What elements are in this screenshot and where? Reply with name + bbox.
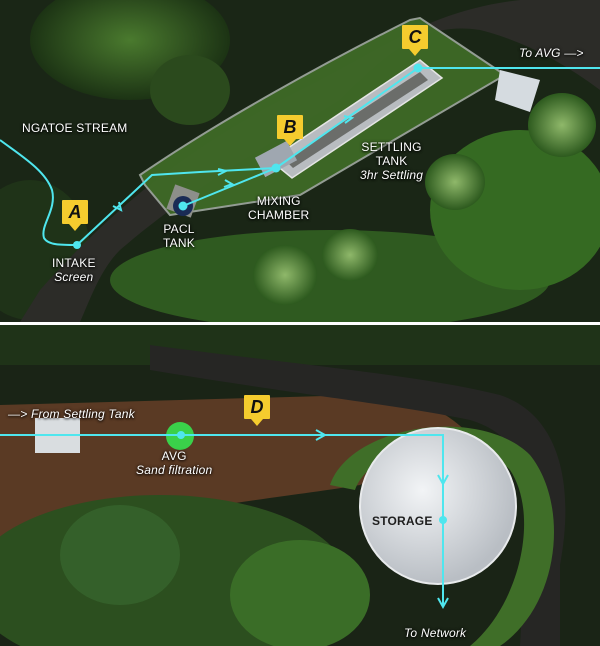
intake-node — [73, 241, 81, 249]
from-settling-tank-label: —> From Settling Tank — [8, 407, 135, 421]
settling-outlet-node — [413, 63, 423, 73]
flow-nodes-top — [73, 63, 423, 249]
mixing-chamber-label: MIXING CHAMBER — [248, 194, 310, 222]
panel-divider — [0, 322, 600, 325]
bottom-aerial-panel: —> From Settling Tank AVG Sand filtratio… — [0, 325, 600, 646]
mixing-node — [271, 163, 281, 173]
intake-label: INTAKE Screen — [52, 256, 96, 284]
stream-label: NGATOE STREAM — [22, 121, 128, 135]
to-avg-label: To AVG —> — [519, 46, 584, 60]
flow-arrows-top — [112, 115, 355, 212]
flow-nodes-bottom — [177, 431, 447, 524]
marker-b: B — [277, 115, 303, 146]
pacl-node — [178, 201, 188, 211]
flow-arrows-bottom — [315, 429, 449, 610]
avg-node — [177, 431, 185, 439]
bottom-aerial-scene — [0, 325, 600, 646]
settling-tank-label: SETTLING TANK 3hr Settling — [360, 140, 424, 182]
storage-node — [439, 516, 447, 524]
top-aerial-scene — [0, 0, 600, 322]
marker-c: C — [402, 25, 428, 56]
pacl-tank-label: PACL TANK — [163, 222, 195, 250]
flow-lines-bottom — [0, 434, 444, 607]
marker-a: A — [62, 200, 88, 231]
top-aerial-panel: NGATOE STREAM A INTAKE Screen PACL TANK … — [0, 0, 600, 322]
marker-d: D — [244, 395, 270, 426]
storage-label: STORAGE — [372, 514, 433, 528]
flow-lines-top — [0, 67, 600, 246]
avg-label: AVG Sand filtration — [136, 449, 213, 477]
to-network-label: To Network — [404, 626, 467, 640]
